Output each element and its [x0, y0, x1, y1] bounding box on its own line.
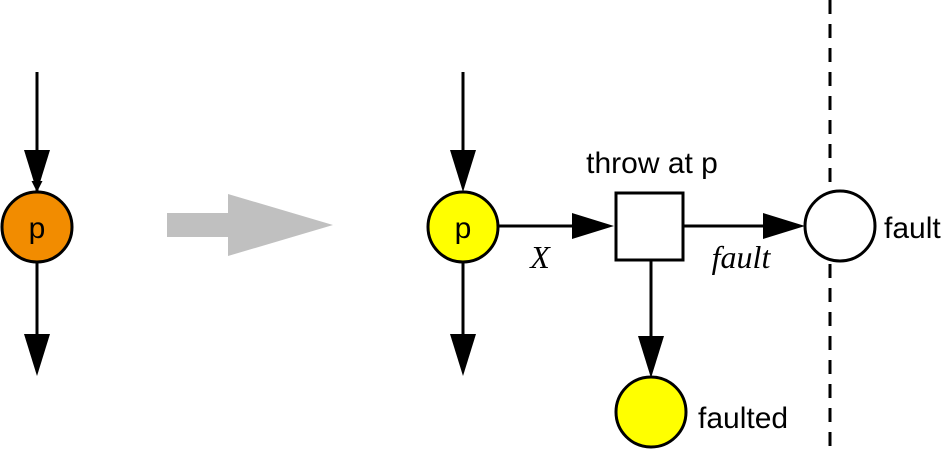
left-net: p	[0, 72, 74, 376]
transition-label: throw at p	[586, 147, 718, 180]
arc-transition-to-fault-head	[763, 213, 805, 239]
place-fault	[803, 189, 877, 263]
right-arrowhead-out	[450, 334, 476, 376]
transform-arrow	[167, 194, 333, 256]
place-faulted	[614, 375, 688, 449]
place-faulted-label: faulted	[698, 402, 788, 435]
arc-transition-to-faulted-head	[638, 336, 664, 378]
left-place-p-label: p	[29, 212, 46, 245]
transition-throw-at-p	[614, 191, 685, 262]
right-place-p-label: p	[455, 212, 472, 245]
right-arrowhead-in	[450, 150, 476, 192]
left-arrowhead-in	[24, 150, 50, 192]
left-arrowhead-out	[24, 334, 50, 376]
arc-p-to-transition-head	[572, 213, 614, 239]
arc-x-label: X	[528, 239, 551, 275]
place-fault-label: fault	[884, 212, 941, 245]
right-net: p X throw at p fault faulted fault	[426, 0, 941, 452]
arc-fault-label: fault	[712, 239, 772, 275]
